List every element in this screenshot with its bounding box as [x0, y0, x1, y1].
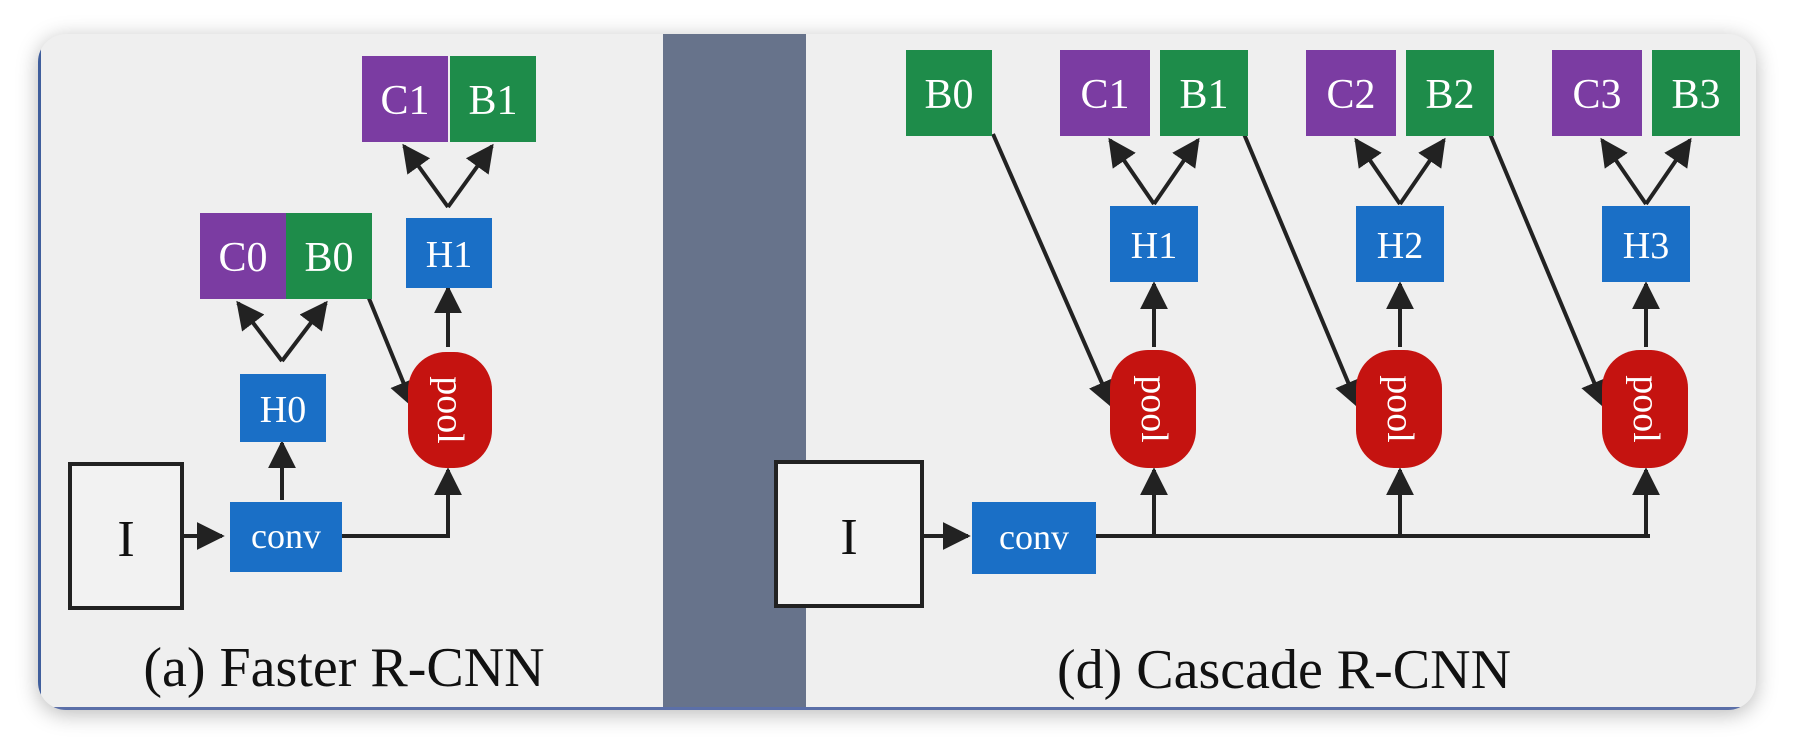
input-node: I: [68, 462, 184, 610]
faster-rcnn-caption: (a) Faster R-CNN: [143, 637, 544, 699]
h1-label: H1: [426, 234, 472, 276]
edge-h3-to-c3: [1600, 137, 1648, 206]
c3-node: [1552, 50, 1642, 136]
stage-2: pool H2 C2 B2: [1306, 50, 1494, 468]
stage-1: pool H1 C1 B1: [1060, 50, 1248, 468]
edge-h1-to-c1: [1108, 137, 1156, 206]
h2-label: H2: [1377, 225, 1423, 267]
pool-node: [1110, 350, 1196, 468]
c1-label: C1: [1080, 72, 1129, 118]
h0-label: H0: [260, 389, 306, 431]
diagram-card: I conv H0 C0 B0: [38, 34, 1756, 710]
architecture-diagram: I conv H0 C0 B0: [68, 50, 1740, 701]
b3-label: B3: [1671, 72, 1720, 118]
b0-node: B0: [286, 213, 372, 299]
pool-label: pool: [1625, 375, 1667, 443]
edge-h1-to-c1: [402, 143, 450, 209]
conv-node: conv: [972, 502, 1096, 574]
b1-node: B1: [450, 56, 536, 142]
h1-node: H1: [406, 218, 492, 288]
h3-node: [1602, 206, 1690, 282]
edge-b0-to-pool-1: [991, 133, 1115, 409]
pool-label: pool: [1379, 375, 1421, 443]
cascade-rcnn-panel: I conv B0 pool H1 C1 B1: [774, 50, 1740, 701]
conv-node: conv: [230, 502, 342, 572]
b0-node: B0: [906, 50, 992, 136]
edge-h3-to-b3: [1644, 137, 1692, 206]
edge-h1-to-b1: [446, 143, 494, 209]
h1-node: [1110, 206, 1198, 282]
h0-node: H0: [240, 374, 326, 442]
pool-node: [1356, 350, 1442, 468]
faster-rcnn-edges: [184, 143, 494, 550]
edge-h0-to-b0: [280, 300, 328, 363]
c2-node: [1306, 50, 1396, 136]
b1-label: B1: [1179, 72, 1228, 118]
b1-node: [1160, 50, 1248, 136]
edge-b2-to-pool-3: [1488, 133, 1608, 409]
edge-h0-to-c0: [236, 300, 284, 363]
c0-label: C0: [218, 235, 267, 281]
b1-label: B1: [468, 78, 517, 124]
input-label: I: [117, 511, 134, 568]
pool-label: pool: [429, 376, 471, 444]
c1-node: [1060, 50, 1150, 136]
input-node: I: [774, 460, 924, 608]
cascade-rcnn-caption: (d) Cascade R-CNN: [1057, 639, 1511, 701]
edge-b0-to-pool: [366, 295, 417, 409]
edge-conv-to-pool: [342, 467, 462, 538]
c2-label: C2: [1326, 72, 1375, 118]
input-label: I: [840, 509, 857, 566]
b0-label: B0: [304, 235, 353, 281]
conv-label: conv: [251, 516, 321, 556]
b0-label: B0: [924, 72, 973, 118]
edge-b1-to-pool-2: [1242, 133, 1362, 409]
c0-node: C0: [200, 213, 286, 299]
edge-h2-to-c2: [1354, 137, 1402, 206]
left-border: [38, 34, 41, 710]
c1-label: C1: [380, 78, 429, 124]
h3-label: H3: [1623, 225, 1669, 267]
edge-h1-to-b1: [1152, 137, 1200, 206]
stage-3: pool H3 C3 B3: [1552, 50, 1740, 468]
b2-node: [1406, 50, 1494, 136]
cascade-rcnn-edges: [924, 133, 1692, 550]
h1-label: H1: [1131, 225, 1177, 267]
b3-node: [1652, 50, 1740, 136]
pool-label: pool: [1133, 375, 1175, 443]
c3-label: C3: [1572, 72, 1621, 118]
b2-label: B2: [1425, 72, 1474, 118]
edge-h2-to-b2: [1398, 137, 1446, 206]
bottom-border: [38, 707, 1756, 710]
h2-node: [1356, 206, 1444, 282]
faster-rcnn-panel: I conv H0 C0 B0: [68, 56, 545, 699]
pool-node: [1602, 350, 1688, 468]
c1-node: C1: [362, 56, 448, 142]
conv-label: conv: [999, 517, 1069, 557]
pool-node: pool: [408, 352, 492, 468]
